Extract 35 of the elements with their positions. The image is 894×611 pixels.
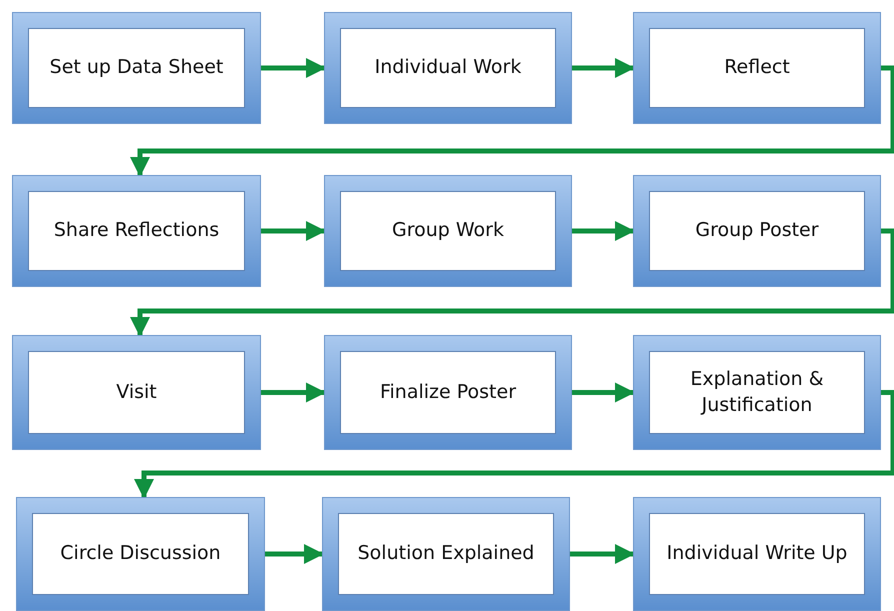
step-label: Individual Write Up [649,513,865,595]
arrow [261,221,326,241]
process-box [633,497,881,611]
arrow [130,228,894,337]
step-label: Individual Work [340,28,556,108]
process-box [324,175,572,287]
step-label: Visit [28,351,245,434]
process-box [322,497,570,611]
arrow [130,66,894,177]
arrow [261,58,326,78]
arrow [134,390,894,499]
process-box [324,335,572,450]
process-box [12,335,261,450]
step-label: Explanation & Justification [649,351,865,434]
step-label: Solution Explained [338,513,554,595]
step-label: Group Work [340,191,556,271]
process-box [12,12,261,124]
process-box [633,12,881,124]
process-box [324,12,572,124]
step-label: Circle Discussion [32,513,249,595]
arrow [572,58,635,78]
arrow [265,544,324,564]
process-box [633,175,881,287]
arrow [570,544,635,564]
process-box [16,497,265,611]
process-box [633,335,881,450]
step-label: Share Reflections [28,191,245,271]
step-label: Group Poster [649,191,865,271]
step-label: Reflect [649,28,865,108]
arrow [572,221,635,241]
step-label: Finalize Poster [340,351,556,434]
arrow [572,382,635,402]
arrow [261,382,326,402]
step-label: Set up Data Sheet [28,28,245,108]
process-box [12,175,261,287]
